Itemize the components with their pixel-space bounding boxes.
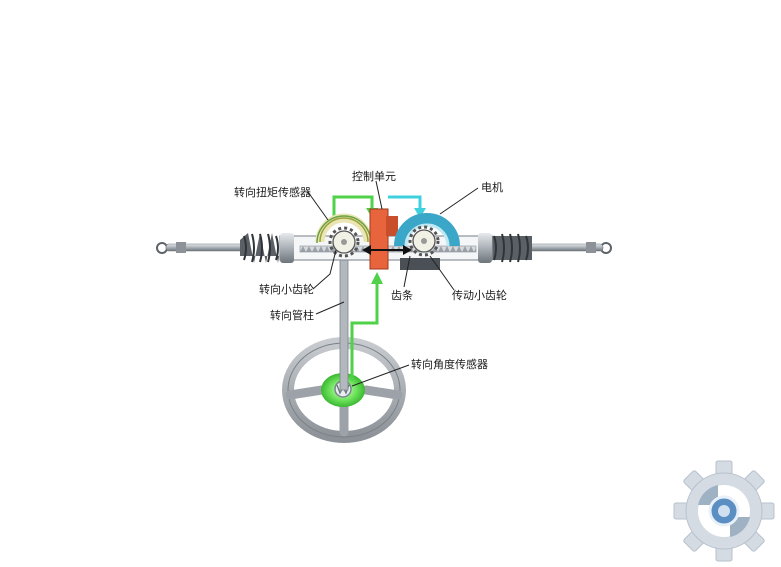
leader-lines	[307, 180, 479, 387]
steering-pinion-icon	[328, 226, 360, 258]
motor	[394, 213, 460, 270]
label-motor: 电机	[481, 180, 503, 194]
label-angle-sensor: 转向角度传感器	[411, 357, 488, 371]
control-unit	[369, 208, 398, 270]
label-drive-pinion: 传动小齿轮	[452, 288, 507, 302]
label-steering-column: 转向管柱	[270, 308, 314, 322]
right-tie-rod	[529, 242, 612, 254]
right-bellows	[490, 233, 532, 263]
torque-sensor	[315, 213, 373, 244]
label-steering-pinion: 转向小齿轮	[259, 282, 314, 296]
drive-pinion-icon	[408, 225, 440, 257]
label-control-unit: 控制单元	[352, 169, 396, 183]
left-bellows	[240, 233, 282, 263]
rack-travel-arrow	[362, 245, 412, 255]
left-tie-rod	[156, 242, 247, 254]
label-torque-sensor: 转向扭矩传感器	[234, 185, 311, 199]
gear-logo-icon	[673, 460, 775, 562]
label-rack: 齿条	[391, 288, 413, 302]
